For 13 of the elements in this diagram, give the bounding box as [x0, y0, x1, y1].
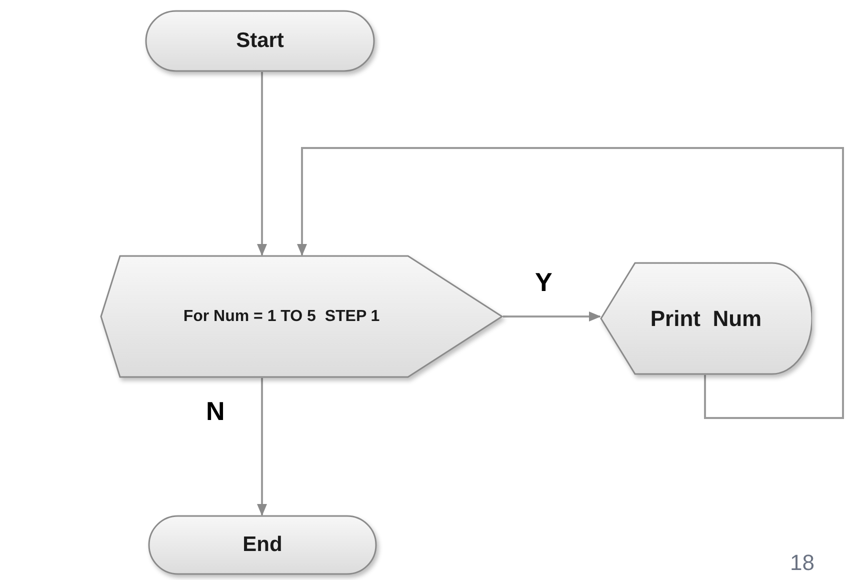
arrow [297, 147, 844, 419]
page-number: 18 [790, 552, 814, 574]
terminator-shape [145, 10, 375, 72]
node-text: Start [236, 28, 284, 54]
arrow [503, 312, 601, 322]
loop-hexagon [100, 255, 503, 378]
node-text: End [242, 532, 282, 558]
arrow [257, 378, 267, 516]
display-shape [600, 262, 812, 375]
node-text: For Num = 1 TO 5 STEP 1 [183, 306, 380, 326]
arrow [257, 72, 267, 256]
node-text: Print Num [650, 305, 762, 333]
terminator-shape [148, 515, 377, 575]
